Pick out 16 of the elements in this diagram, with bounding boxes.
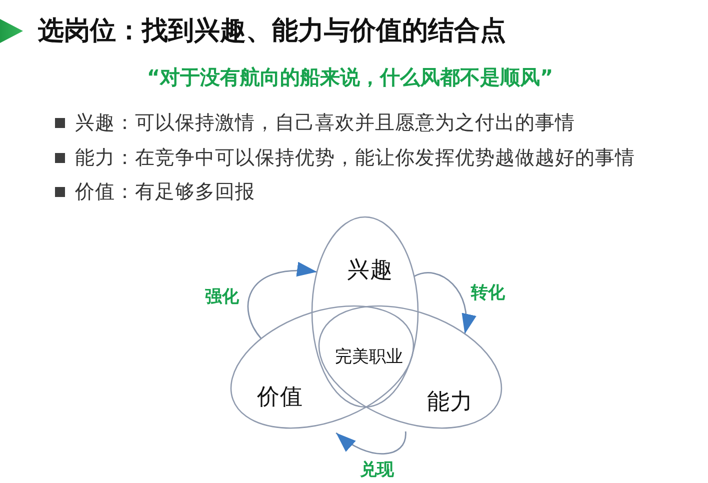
curved-arrow (414, 272, 475, 334)
edge-label: 转化 (470, 282, 506, 304)
venn-ellipse (318, 304, 502, 430)
curved-arrow (247, 262, 318, 339)
curved-arrow (336, 431, 406, 454)
bullet-text: 能力：在竞争中可以保持优势，能让你发挥优势越做越好的事情 (75, 144, 635, 170)
ellipse-label: 兴趣 (347, 256, 393, 284)
bullet-text: 价值：有足够多回报 (75, 179, 255, 205)
quote-text: “对于没有航向的船来说，什么风都不是顺风” (146, 64, 554, 91)
ellipse-label: 能力 (426, 388, 473, 416)
ellipse-label: 价值 (256, 382, 303, 411)
slide-title: 选岗位：找到兴趣、能力与价值的结合点 (38, 15, 506, 48)
bullet-text: 兴趣：可以保持激情，自己喜欢并且愿意为之付出的事情 (75, 110, 575, 136)
venn-ellipse (230, 304, 414, 430)
venn-ellipse (311, 216, 419, 408)
overlap-label: 完美职业 (335, 346, 403, 368)
